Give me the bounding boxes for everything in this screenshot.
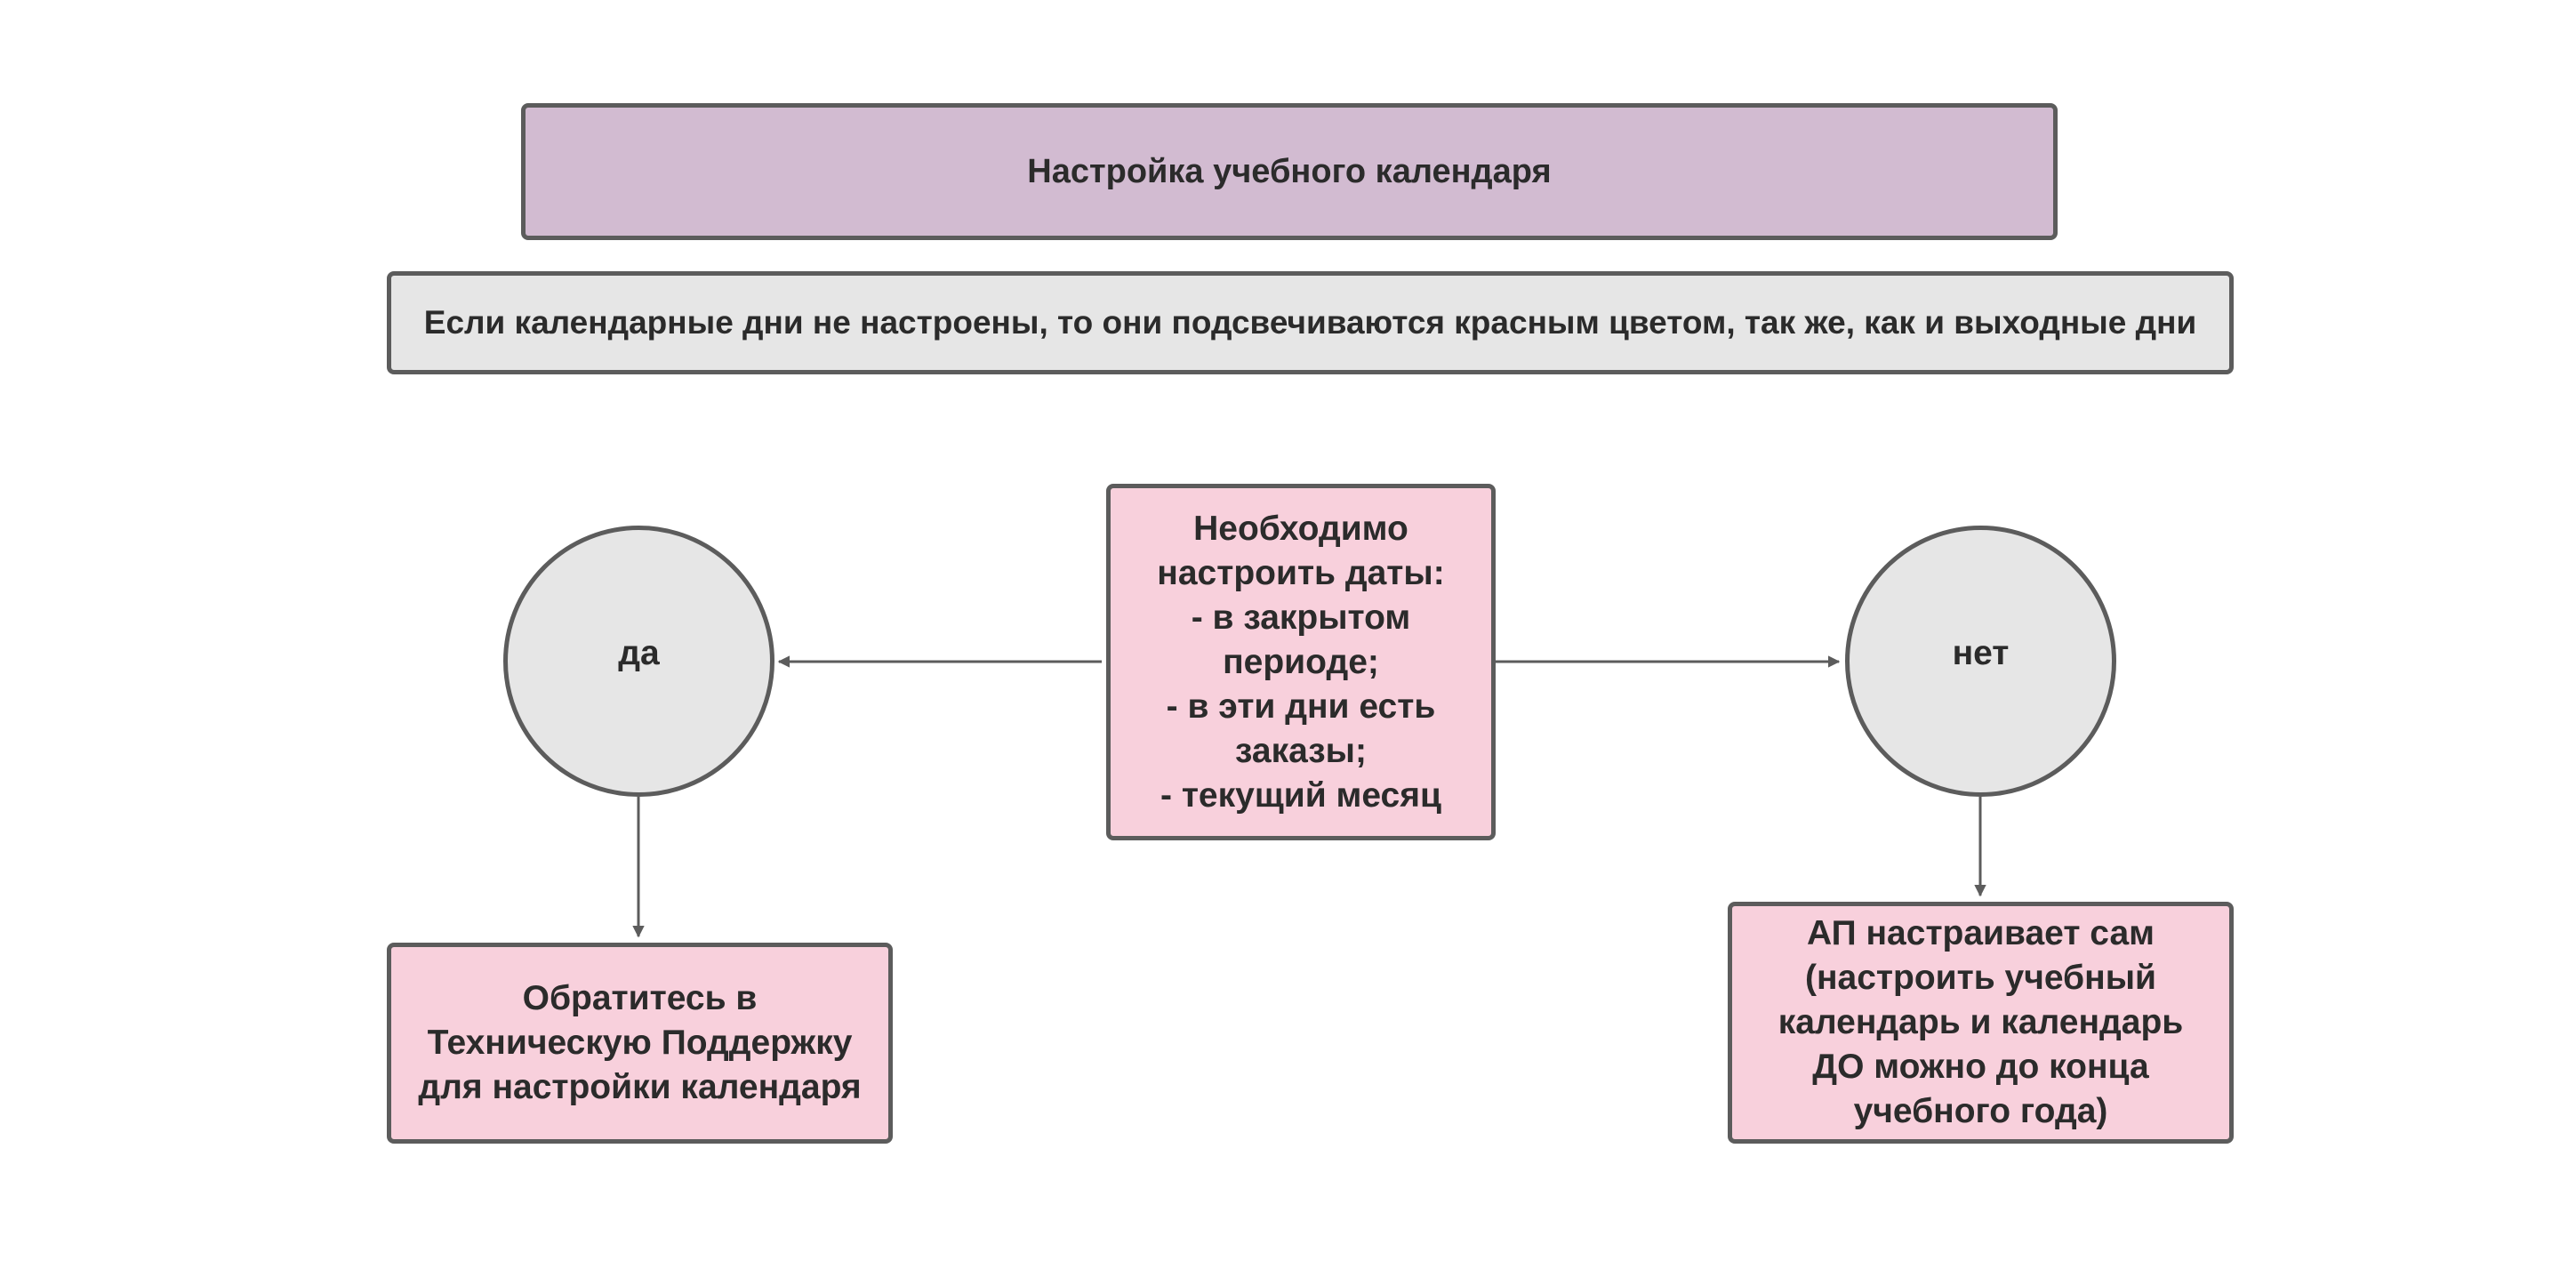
no-label: нет [1952,633,2010,672]
yes-circle: да [503,526,774,797]
yes-label: да [618,633,660,672]
diagram-title-box: Настройка учебного календаря [521,103,2058,240]
note-text: Если календарные дни не настроены, то он… [423,304,2197,341]
decision-box: Необходимо настроить даты: - в закрытом … [1106,484,1496,840]
note-box: Если календарные дни не настроены, то он… [387,271,2234,374]
no-outcome-text: АП настраивает сам (настроить учебный ка… [1778,914,2184,1130]
yes-outcome-box: Обратитесь в Техническую Поддержку для н… [387,943,893,1144]
decision-text: Необходимо настроить даты: - в закрытом … [1157,509,1445,815]
no-outcome-box: АП настраивает сам (настроить учебный ка… [1728,902,2234,1144]
diagram-title: Настройка учебного календаря [1027,152,1552,190]
yes-outcome-text: Обратитесь в Техническую Поддержку для н… [418,979,862,1106]
no-circle: нет [1845,526,2116,797]
